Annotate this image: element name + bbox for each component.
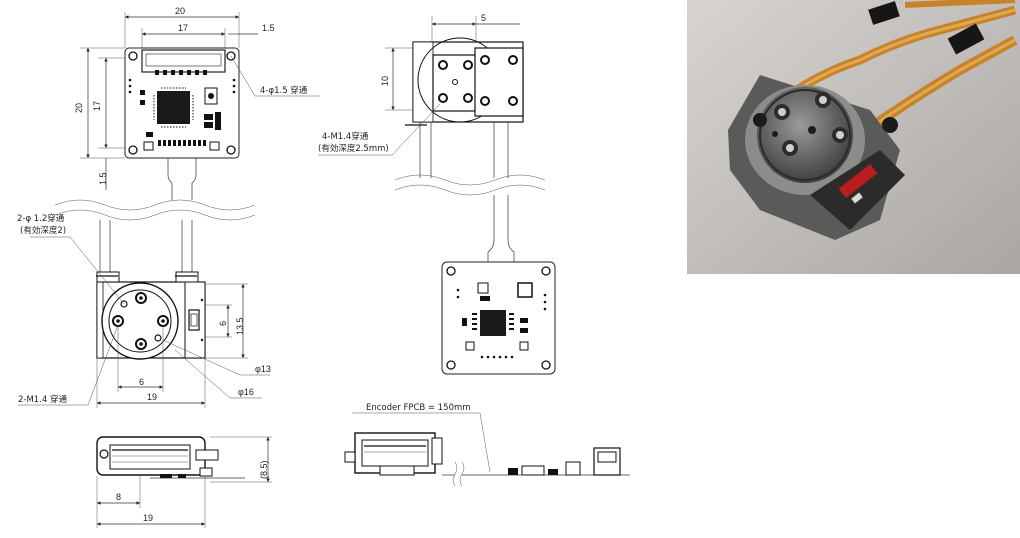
dim-height-20: 20 — [74, 103, 84, 113]
fpcb-length-note: Encoder FPCB = 150mm — [366, 403, 471, 413]
dim-diameter-16: φ16 — [238, 387, 254, 397]
dim-height-10: 10 — [380, 76, 390, 86]
thread-note-label: 2-M1.4 穿通 — [18, 394, 68, 405]
break-lines — [54, 174, 546, 221]
dim-diameter-13: φ13 — [255, 364, 271, 374]
dim-width-8: 8 — [116, 492, 121, 502]
top-right-view: 5 10 4-M1.4穿通 (有効深度2.5mm) — [318, 13, 556, 375]
dim-edge-bottom-1-5: 1.5 — [98, 172, 108, 185]
dim-width-20: 20 — [175, 6, 185, 16]
thread-note-line-2: (有効深度2.5mm) — [318, 143, 389, 154]
pin-note-line-2: (有効深度2) — [20, 225, 66, 236]
dim-offset-5: 5 — [481, 13, 486, 23]
motor-with-encoder-photo — [687, 0, 1020, 274]
thread-note-line-1: 4-M1.4穿通 — [322, 131, 369, 142]
dim-height-17: 17 — [92, 101, 102, 111]
dim-edge-1-5: 1.5 — [262, 23, 275, 33]
dim-height-8-5: (8.5) — [259, 460, 269, 479]
side-view-left: (8.5) 8 19 — [96, 436, 272, 528]
top-left-pcb-view: 20 17 1.5 20 17 1.5 — [74, 6, 320, 200]
dim-width-17: 17 — [178, 23, 188, 33]
motor-front-view: 13.5 6 φ13 φ16 6 19 2-φ 1.2穿通 (有効深度2) 2-… — [17, 213, 271, 408]
dim-width-19: 19 — [147, 392, 157, 402]
dim-width-19-side: 19 — [143, 513, 153, 523]
dim-height-13-5: 13.5 — [235, 317, 245, 335]
hole-note-label: 4-φ1.5 穿通 — [260, 85, 308, 96]
dim-height-6: 6 — [218, 321, 228, 326]
pin-note-line-1: 2-φ 1.2穿通 — [17, 213, 65, 224]
side-view-right: Encoder FPCB = 150mm — [344, 403, 630, 487]
dim-width-6: 6 — [139, 377, 144, 387]
